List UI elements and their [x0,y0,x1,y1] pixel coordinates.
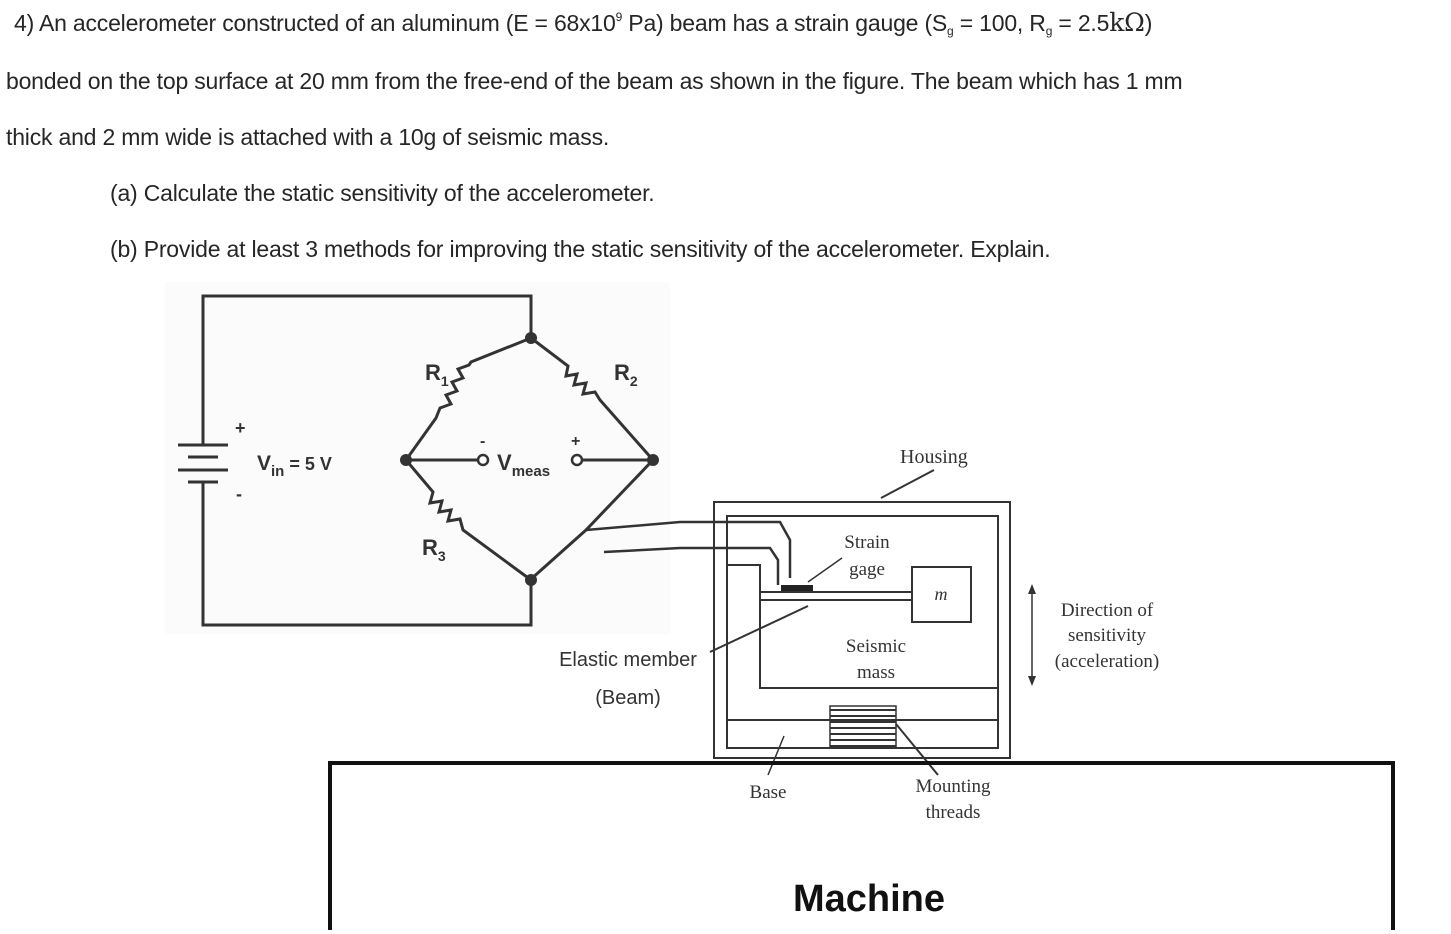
support-column [727,564,998,689]
leader-housing [880,469,935,499]
wire-bottom [201,482,533,627]
question-text: = 100, R [953,10,1046,36]
label-direction-1: Direction of [1061,600,1154,621]
resistor-r1 [404,336,532,461]
label-r1: R1 [425,360,449,389]
accelerometer-body [328,469,1395,930]
strain-gage [781,585,813,591]
arrow-head-down [1028,676,1036,686]
resistor-r2 [530,336,655,461]
label-elastic-2: (Beam) [595,687,661,709]
leader-mount [895,723,939,776]
leader-base [767,735,785,776]
label-elastic-1: Elastic member [559,649,697,671]
question-part-a: (a) Calculate the static sensitivity of … [110,180,655,206]
vmeas-plus: + [571,433,580,450]
node-top [525,332,537,344]
terminal-plus [570,453,584,467]
vmeas-minus: - [480,433,485,450]
leader-elastic [709,605,809,653]
question-line-3: thick and 2 mm wide is attached with a 1… [6,124,610,150]
wire-top [201,294,533,445]
label-direction-2: sensitivity [1068,625,1147,646]
label-r2: R2 [614,360,638,389]
subscript: g [1045,24,1053,38]
label-r3: R3 [422,535,446,564]
exponent: 9 [615,10,623,24]
machine-outline [328,761,1395,930]
label-mount-2: threads [926,802,981,823]
question-line-1: 4) An accelerometer constructed of an al… [14,8,1152,38]
label-direction-3: (acceleration) [1055,651,1159,672]
label-mass-symbol: m [935,584,948,604]
unit-kiloohm: kΩ [1109,8,1145,37]
label-vin: Vin = 5 V [257,452,332,480]
label-strain-2: gage [849,559,885,580]
question-text: Pa) beam has a strain gauge (S [622,10,948,36]
seismic-mass-block [911,566,972,623]
terminal-minus [476,453,490,467]
question-part-b: (b) Provide at least 3 methods for impro… [110,236,1051,262]
node-left [400,454,412,466]
label-seismic-1: Seismic [846,636,906,657]
question-text: ) [1144,10,1153,36]
label-machine: Machine [793,878,945,920]
node-right [647,454,659,466]
question-line-2: bonded on the top surface at 20 mm from … [6,68,1183,94]
lead-wire-2 [603,546,780,585]
label-vmeas: Vmeas [497,450,550,480]
battery-plus: + [235,418,246,438]
battery-minus: - [236,484,242,504]
label-mount-1: Mounting [916,776,991,797]
circuit-panel [165,282,670,634]
arrow-head-up [1028,584,1036,594]
bridge-circuit [178,294,792,627]
resistor-r3 [404,459,532,582]
node-bottom [525,574,537,586]
label-base: Base [750,782,787,803]
question-text: = 2.5 [1052,10,1110,36]
leader-strain [807,557,843,583]
label-strain-1: Strain [844,532,890,553]
label-seismic-2: mass [857,662,895,683]
subscript: g [947,24,954,38]
housing-outer [713,501,1011,759]
lead-wire-1 [585,520,792,578]
label-housing: Housing [900,446,968,468]
question-text: 4) An accelerometer constructed of an al… [14,10,616,36]
